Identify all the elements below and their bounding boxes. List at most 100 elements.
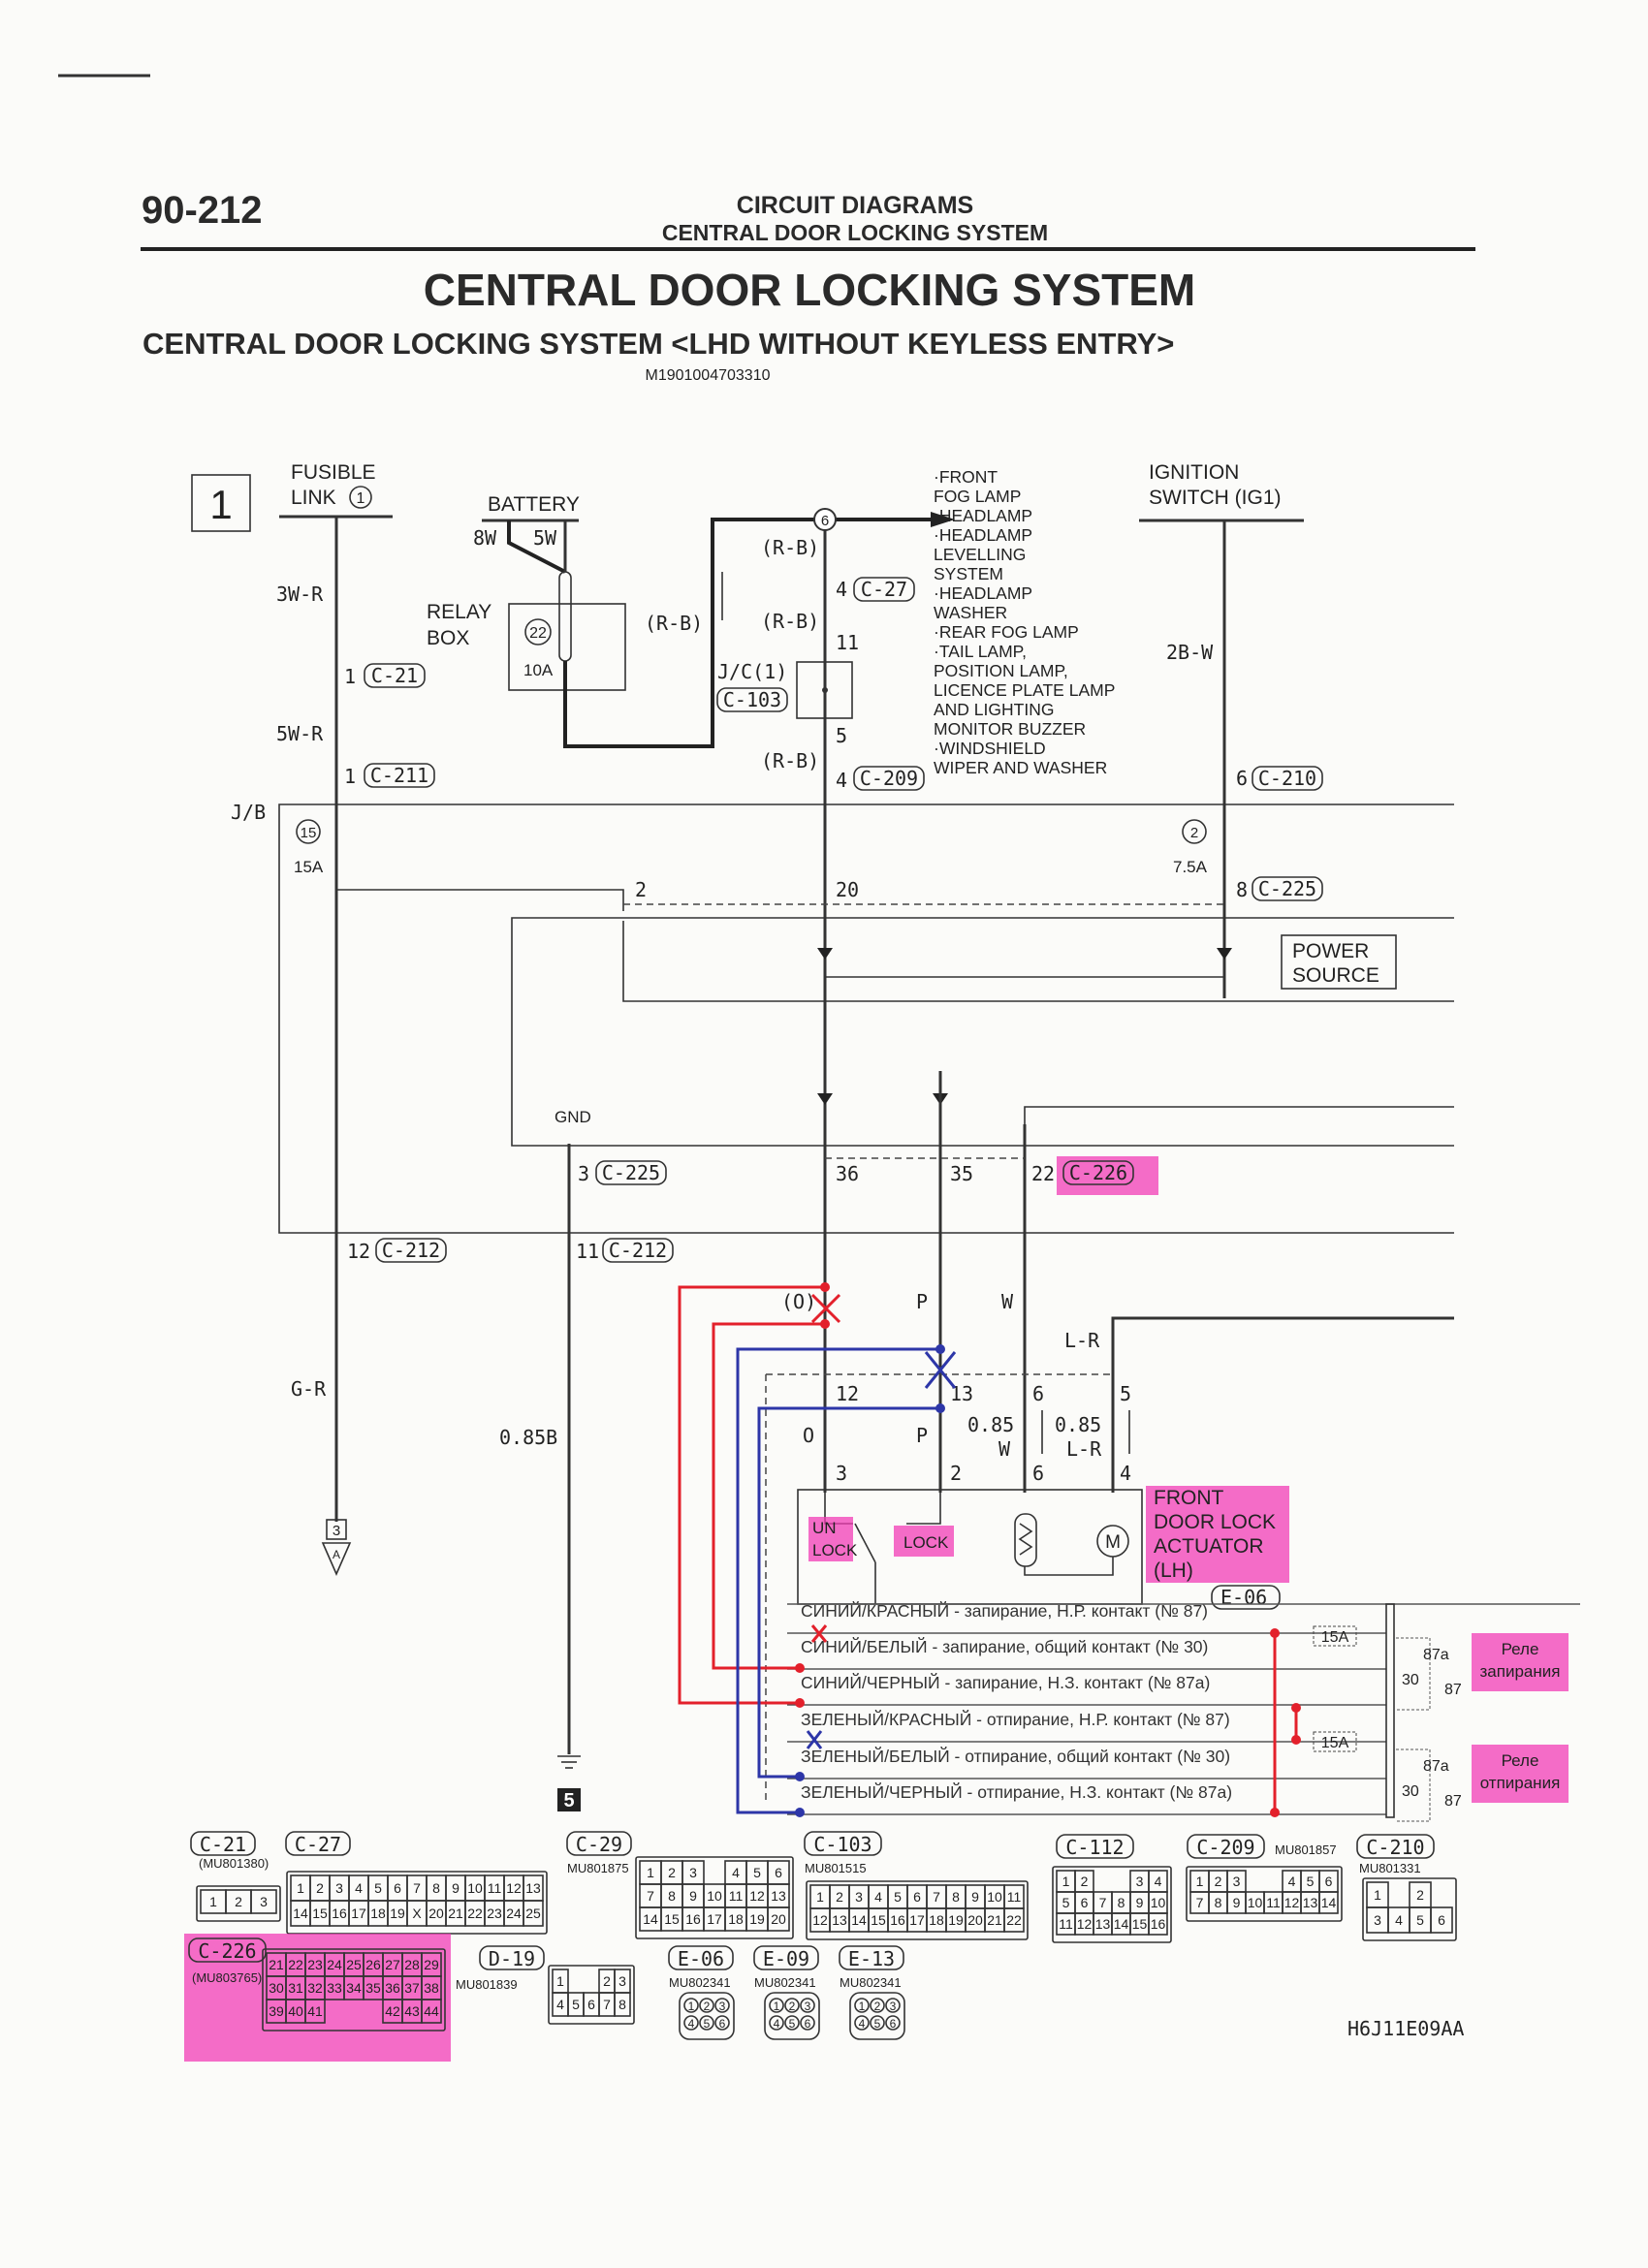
relay-table-row: ЗЕЛЕНЫЙ/КРАСНЫЙ - отпирание, Н.Р. контак… <box>801 1709 1230 1729</box>
motor-label: M <box>1105 1532 1121 1553</box>
relay-pin-label: 30 <box>1402 1783 1419 1800</box>
connector-tag-c209: C-209 <box>853 766 925 791</box>
connector-pin-number: 12 <box>1077 1916 1093 1932</box>
pin-label: 4 <box>1120 1462 1131 1485</box>
junction-block-label: J/B <box>231 801 266 824</box>
relay-fuse-circle <box>524 618 552 646</box>
connector-id: D-19 <box>489 1947 535 1970</box>
wire-label-5w-r: 5W-R <box>276 722 324 745</box>
connector-part-number: MU801839 <box>456 1977 518 1992</box>
connector-pin-number: 4 <box>1288 1874 1296 1889</box>
connector-pin-number: 4 <box>859 2017 866 2031</box>
connector-pin-number: 32 <box>307 1980 323 1996</box>
connector-pin-number: 2 <box>874 2000 881 2013</box>
wire-l-r <box>1111 1316 1454 1493</box>
connector-tag-label: C-212 <box>609 1239 667 1262</box>
connector-pin-number: 43 <box>404 2003 420 2019</box>
connector-pin-number: 2 <box>836 1889 843 1905</box>
connector-pin-number: 6 <box>913 1889 921 1905</box>
connector-housing <box>679 1992 735 2040</box>
connector-housing <box>1052 1866 1172 1943</box>
page-subtitle: CENTRAL DOOR LOCKING SYSTEM <LHD WITHOUT… <box>143 327 1174 361</box>
resistor-zigzag <box>1018 1523 1033 1556</box>
connector-pin-number: 2 <box>668 1865 676 1880</box>
relay-table-row: СИНИЙ/БЕЛЫЙ - запирание, общий контакт (… <box>801 1636 1208 1656</box>
annotation-blue-wire-2 <box>757 1406 940 1779</box>
connector-pin-number: 4 <box>556 1997 564 2012</box>
connector-pin-number: 13 <box>771 1888 786 1904</box>
power-source-box <box>1281 934 1397 990</box>
connector-pin-number: 24 <box>506 1906 522 1921</box>
connector-pin-number: 6 <box>719 2017 726 2031</box>
connector-tag-c212b: C-212 <box>602 1238 674 1263</box>
connector-pin-number: 1 <box>774 2000 780 2013</box>
actuator-internal-wire <box>906 1493 941 1525</box>
load-item: FOG LAMP <box>934 487 1021 506</box>
connector-pin-number: 22 <box>1006 1912 1022 1928</box>
connector-pin-number: 1 <box>1062 1874 1070 1889</box>
connector-pin-number: 17 <box>351 1906 366 1921</box>
connector-pin-number: 13 <box>525 1880 541 1896</box>
ground-page-number: 5 <box>563 1790 574 1811</box>
connector-pin-number: 1 <box>1196 1874 1204 1889</box>
connector-pin-number: 11 <box>488 1880 502 1896</box>
fusible-link-label-2: LINK <box>291 487 336 509</box>
connector-pin-number: 27 <box>385 1957 400 1972</box>
connector-pin-number: 21 <box>987 1912 1002 1928</box>
connector-pin-number: 3 <box>1136 1874 1144 1889</box>
connector-pin-number: 2 <box>316 1880 324 1896</box>
connector-pin-number: 1 <box>1374 1887 1381 1903</box>
connector-pin-number: 9 <box>971 1889 979 1905</box>
diode-icon <box>817 948 833 960</box>
jb-fuse-1-rating: 15A <box>294 858 324 876</box>
connector-pin-number: 5 <box>704 2017 711 2031</box>
connector-id: C-21 <box>200 1833 246 1856</box>
power-source-label-2: SOURCE <box>1292 964 1379 987</box>
connector-pin-number: 34 <box>346 1980 362 1996</box>
connector-part-number: MU801857 <box>1275 1843 1337 1857</box>
wire-r-b-main <box>563 518 931 748</box>
wire-label-2b-w: 2B-W <box>1166 641 1214 664</box>
connector-pin <box>769 2015 784 2031</box>
connector-pin-number: 9 <box>452 1880 460 1896</box>
unlock-label: UN <box>812 1519 837 1537</box>
connector-tag-label: C-27 <box>861 578 907 601</box>
connector-pin-number: 22 <box>288 1957 303 1972</box>
connector-pin-number: 1 <box>688 2000 695 2013</box>
connector-pin-number: 15 <box>312 1906 328 1921</box>
wire-label-3w-r: 3W-R <box>276 583 324 606</box>
ground-ref-letter: A <box>333 1548 340 1561</box>
lock-switch-icon[interactable] <box>854 1523 876 1563</box>
jb-fuse-1-number: 15 <box>301 825 317 841</box>
connector-pin-number: 39 <box>269 2003 284 2019</box>
relay-fuse-box <box>1313 1625 1357 1647</box>
fusible-link-number: 1 <box>357 490 365 507</box>
pin-label: 22 <box>1031 1162 1055 1185</box>
connector-pin <box>1318 1891 1339 1914</box>
connector-pin <box>769 1998 784 2013</box>
highlight-c226 <box>1057 1156 1158 1195</box>
connector-pin-number: 10 <box>1248 1895 1263 1910</box>
wire-8w <box>507 520 566 574</box>
connector-pin-number: 3 <box>805 2000 811 2013</box>
highlight-connector <box>184 1934 451 2062</box>
load-item: AND LIGHTING <box>934 700 1054 719</box>
connector-pin-number: 2 <box>704 2000 711 2013</box>
connector-pin-number: 8 <box>618 1997 626 2012</box>
connector-tag-label: C-209 <box>860 767 918 790</box>
connector-id: C-210 <box>1366 1836 1424 1859</box>
pin-label: 5 <box>1120 1382 1131 1405</box>
connector-pin <box>885 1998 901 2013</box>
red-cross-small-icon <box>810 1624 828 1643</box>
highlight-unlock <box>808 1517 853 1561</box>
